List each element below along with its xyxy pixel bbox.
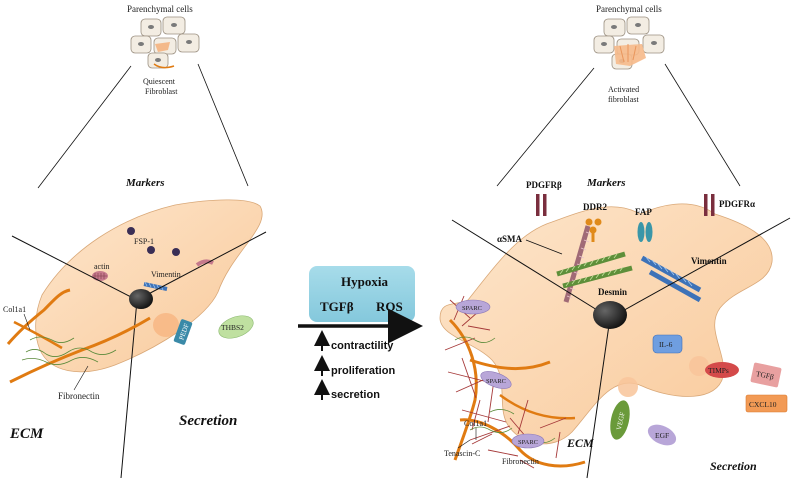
asma-pointer [525,239,563,255]
stimuli-box [309,266,415,322]
stimulus-hypoxia: Hypoxia [341,274,388,289]
pedf-pill: PEDF [173,319,193,345]
left-secretion-title: Secretion [179,413,237,429]
left-parenchymal-label: Parenchymal cells [127,4,193,14]
cxcl10-label: CXCL10 [749,400,777,409]
ddr2-label: DDR2 [583,202,607,212]
il6-label: IL-6 [659,340,673,349]
right-ecm-title: ECM [566,436,594,450]
secretion-vesicle [689,356,709,376]
right-fibronectin-label: Fibronectin [502,457,539,466]
vegf-label: VEGF [615,411,627,431]
desmin-label: Desmin [598,287,627,297]
right-nucleus [593,301,627,329]
pdgfrb-label: PDGFRβ [526,180,562,190]
fsp1-dot [147,246,155,254]
tgfb-label: TGFβ [755,369,775,382]
right-zoom-line-b [664,63,741,187]
tgfb-pill: TGFβ [750,362,782,388]
left-divider-2 [136,231,267,301]
left-col1a1-pointer [23,313,31,331]
left-fibroblast-label-1: Quiescent [143,77,176,86]
sparc-pill: SPARC [455,299,491,315]
right-tenascin-pointer [457,439,471,449]
egf-pill: EGF [647,424,677,446]
stimulus-tgfb: TGFβ [320,299,354,314]
fsp1-dot [127,227,135,235]
left-zoom-line-a [37,65,132,189]
actin-filament [92,271,108,281]
sparc-label: SPARC [462,305,482,312]
actin-filament-2 [195,259,214,267]
egf-label: EGF [655,431,669,440]
green-filaments [556,251,633,289]
left-ecm-fibers [6,288,151,384]
right-fibroblast-label-1: Activated [608,85,639,94]
secretion-vesicle [153,313,179,337]
sparc-pill: SPARC [511,433,545,449]
effect-secretion: secretion [331,389,380,401]
cxcl10-pill: CXCL10 [745,394,788,413]
center-panel: Hypoxia TGFβ ROS contractility prolifera… [298,266,423,401]
timps-label: TIMPs [708,366,729,375]
pdgfrb-receptor [536,194,547,216]
sparc-label: SPARC [486,378,506,385]
sparc-label: SPARC [518,439,538,446]
right-ecm-network [444,295,586,469]
asma-label: αSMA [497,234,523,244]
left-fibronectin-label: Fibronectin [58,391,100,401]
left-fibronectin-pointer [73,365,89,391]
left-divider-3 [120,299,138,479]
right-markers-title: Markers [586,177,626,189]
left-zoom-line-b [197,63,249,187]
effect-proliferation: proliferation [331,365,395,377]
pdgfra-label: PDGFRα [719,199,755,209]
ddr2-receptor [585,218,602,242]
secretion-vesicle [618,377,638,397]
pdgfra-receptor [704,194,715,216]
fsp1-dot [172,248,180,256]
fsp1-label: FSP-1 [134,237,154,246]
right-col1a1-label: Col1a1 [464,419,487,428]
il6-pill: IL-6 [652,334,683,354]
stimulus-ros: ROS [376,299,403,314]
effect-contractility: contractility [331,340,394,352]
left-markers-title: Markers [125,177,165,189]
right-zoom-line-a [496,67,595,187]
right-fibroblast-label-2: fibroblast [608,95,639,104]
thbs2-label: THBS2 [221,323,244,332]
thbs2-pill: THBS2 [218,315,254,339]
left-panel: Parenchymal cells Quiescent Fibroblast M… [3,4,267,479]
fap-receptor [637,222,653,242]
right-secretion-title: Secretion [710,459,757,473]
right-parenchymal-cluster [593,16,665,70]
vimentin-label: Vimentin [151,270,181,279]
right-tenascin-label: Tenascin-C [444,449,480,458]
fap-label: FAP [635,207,652,217]
left-fibroblast-label-2: Fibroblast [145,87,178,96]
right-panel: Parenchymal cells Activated fibroblast M… [439,4,791,479]
left-col1a1-label: Col1a1 [3,305,26,314]
vimentin-label-right: Vimentin [691,256,727,266]
right-divider-1 [451,219,611,319]
left-parenchymal-cluster [130,16,200,69]
right-parenchymal-label: Parenchymal cells [596,4,662,14]
sparc-pill: SPARC [480,371,512,389]
right-divider-3 [586,317,611,479]
left-ecm-title: ECM [9,426,44,442]
left-nucleus [129,289,153,309]
vimentin-filament [143,281,168,291]
vegf-pill: VEGF [610,400,630,440]
timps-pill: TIMPs [705,362,739,378]
right-divider-2 [609,217,791,319]
actin-label: actin [94,262,110,271]
vimentin-filaments [640,255,702,303]
left-divider-1 [11,235,138,301]
